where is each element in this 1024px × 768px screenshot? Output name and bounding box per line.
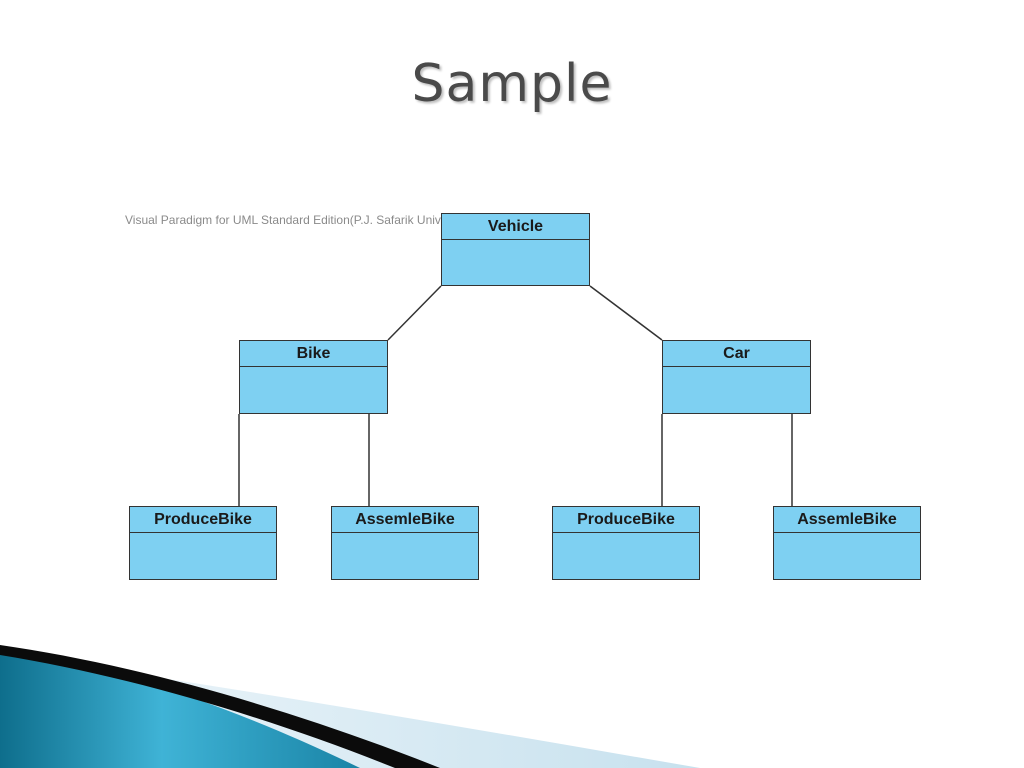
class-vehicle[interactable]: Vehicle [441, 213, 590, 286]
class-name: AssemleBike [332, 507, 478, 533]
class-name: ProduceBike [553, 507, 699, 533]
connector-vehicle-car [589, 285, 663, 341]
swoosh-teal-band [0, 648, 360, 768]
class-bike[interactable]: Bike [239, 340, 388, 414]
class-name: Car [663, 341, 810, 367]
class-name: Bike [240, 341, 387, 367]
class-assemlebike-bike[interactable]: AssemleBike [331, 506, 479, 580]
slide-title: Sample [411, 54, 613, 114]
class-name: Vehicle [442, 214, 589, 240]
class-name: AssemleBike [774, 507, 920, 533]
swoosh-black-band [0, 645, 440, 768]
class-producebike-bike[interactable]: ProduceBike [129, 506, 277, 580]
class-assemlebike-car[interactable]: AssemleBike [773, 506, 921, 580]
class-car[interactable]: Car [662, 340, 811, 414]
swoosh-light-band [40, 660, 700, 768]
connector-vehicle-bike [387, 285, 442, 341]
class-producebike-car[interactable]: ProduceBike [552, 506, 700, 580]
class-name: ProduceBike [130, 507, 276, 533]
